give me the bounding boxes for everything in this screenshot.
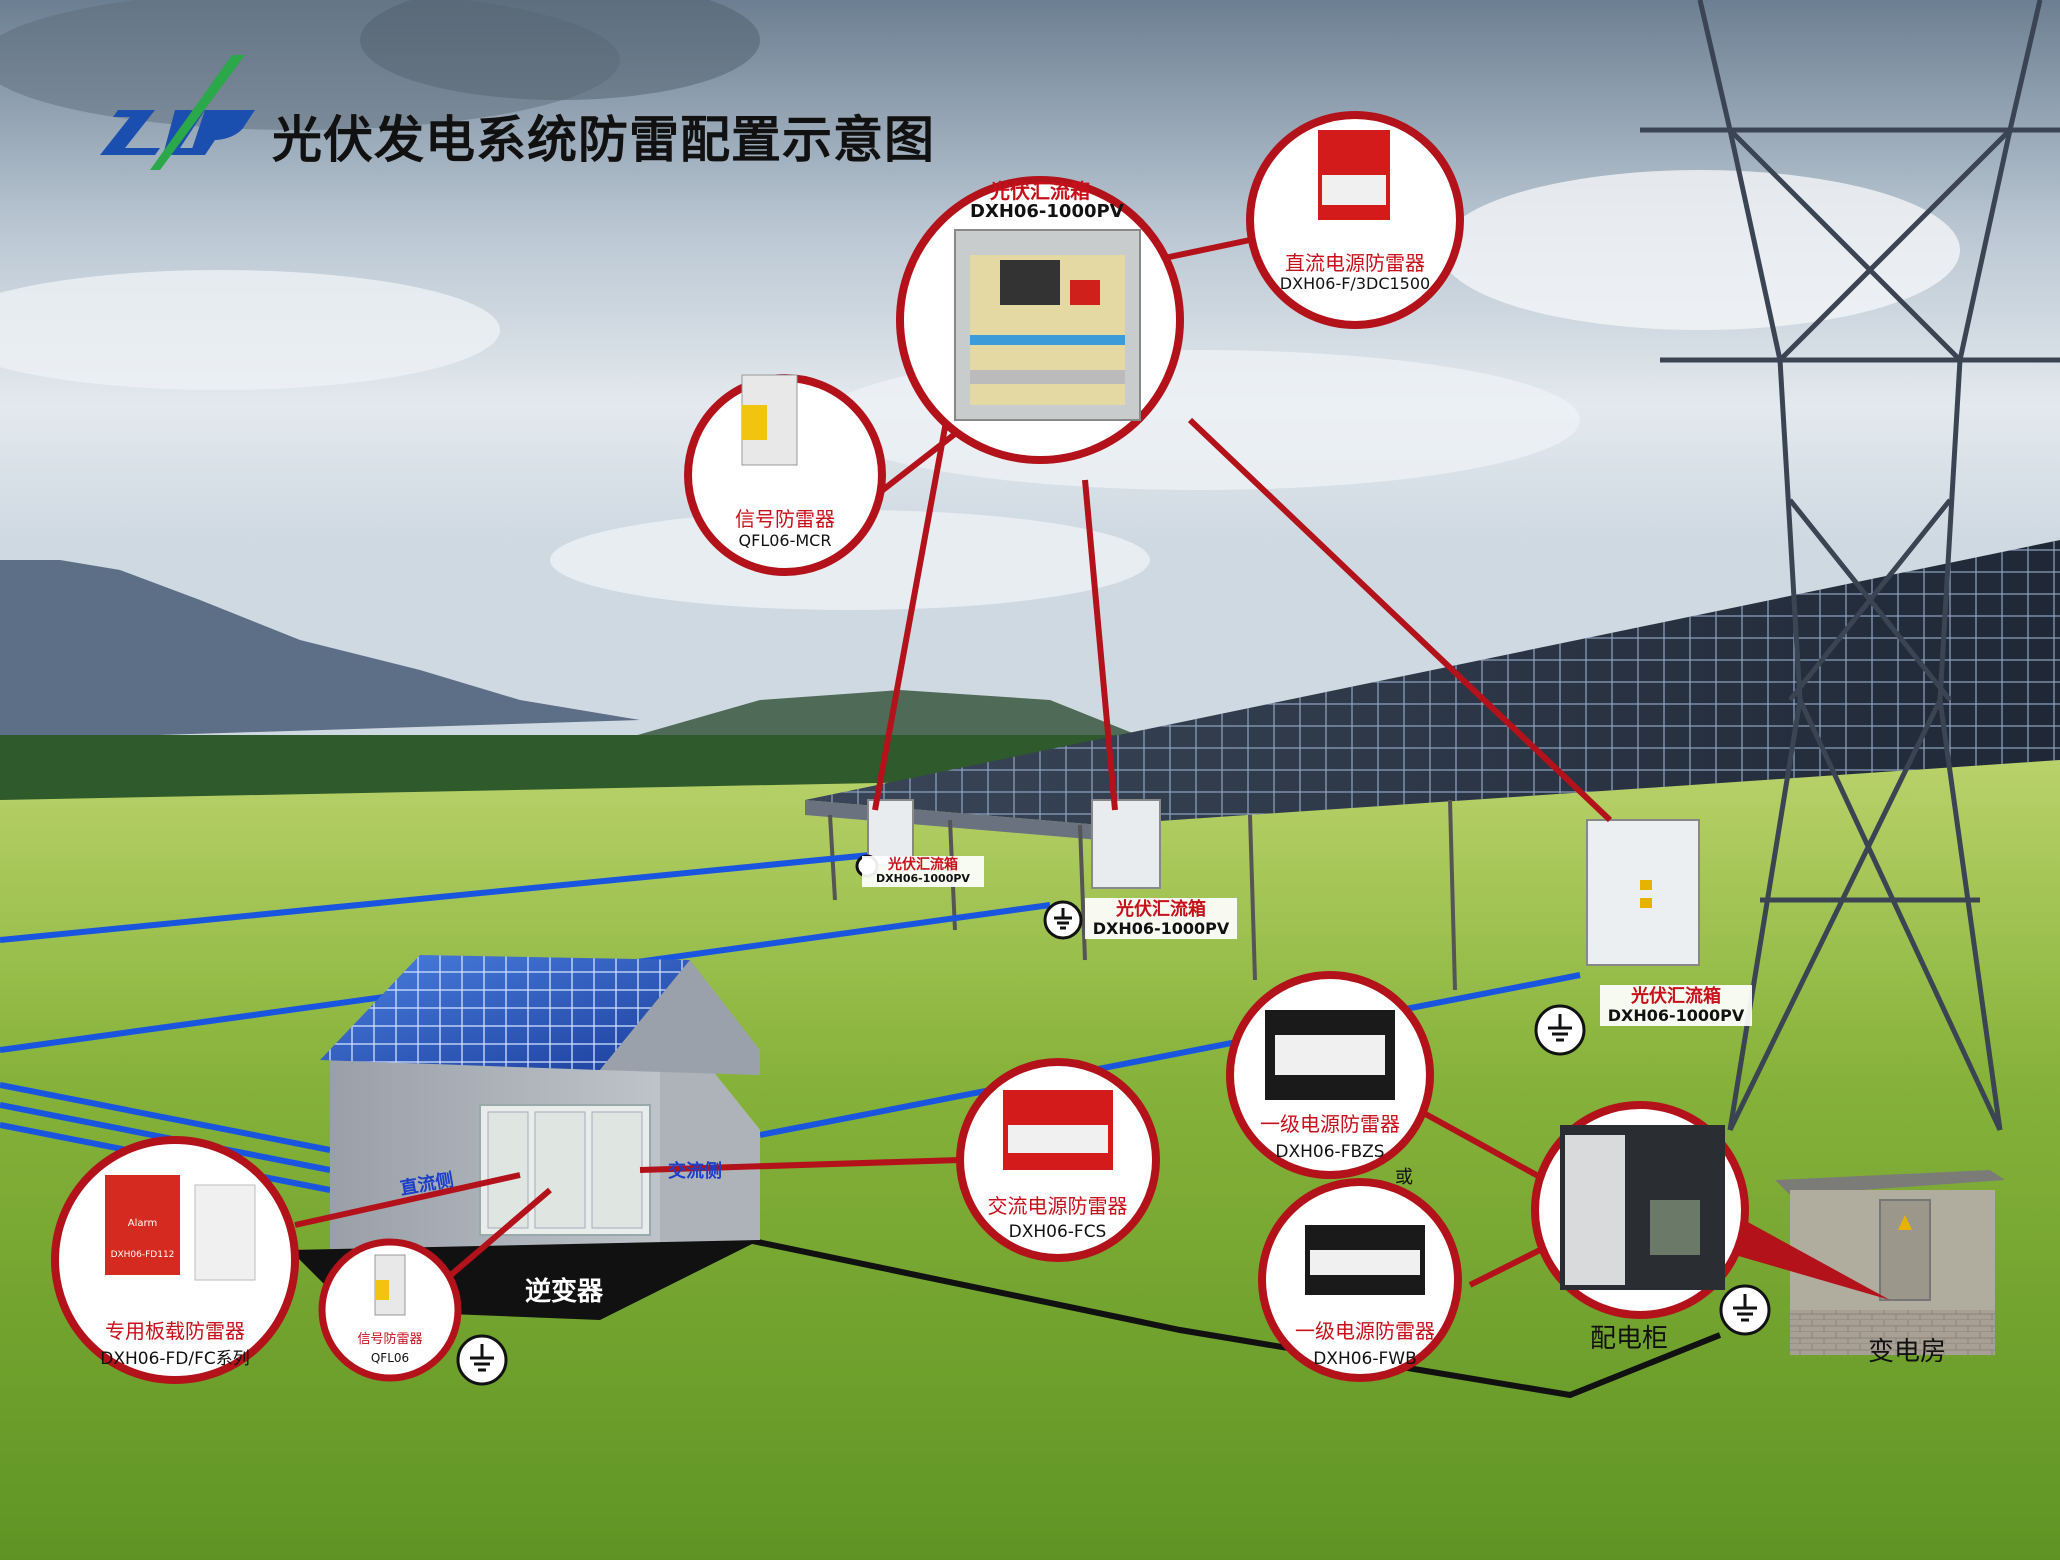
signal-spd-top-model: QFL06-MCR xyxy=(738,531,832,550)
mountains-center xyxy=(620,690,1150,740)
page-title: 光伏发电系统防雷配置示意图 xyxy=(272,111,935,169)
combiner-box-1-name: 光伏汇流箱 xyxy=(888,857,958,873)
ac-spd-name: 交流电源防雷器 xyxy=(987,1194,1128,1218)
distribution-cabinet-label: 配电柜 xyxy=(1590,1324,1669,1354)
combiner-box-2-model: DXH06-1000PV xyxy=(1092,918,1230,938)
company-logo xyxy=(100,55,255,170)
board-spd-device-text-1: Alarm xyxy=(127,1218,158,1229)
ground-symbol-icon xyxy=(456,854,1771,1386)
combiner-box-1 xyxy=(867,799,914,866)
combiner-box-3 xyxy=(1586,819,1700,966)
callout-level1-spd-a xyxy=(1226,971,1434,1179)
level1-spd-b-name: 一级电源防雷器 xyxy=(1295,1319,1435,1343)
substation-building xyxy=(1775,1170,2005,1355)
callout-combiner-main xyxy=(896,176,1184,464)
ac-side-label: 交流侧 xyxy=(668,1161,722,1182)
signal-spd-small-name: 信号防雷器 xyxy=(357,1332,423,1347)
combiner-box-2-tag: 光伏汇流箱 DXH06-1000PV xyxy=(1085,898,1237,940)
combiner-box-1-tag: 光伏汇流箱 DXH06-1000PV xyxy=(862,856,984,888)
level1-spd-b-model: DXH06-FWB xyxy=(1313,1349,1417,1369)
combiner-box-2-name: 光伏汇流箱 xyxy=(1116,899,1206,920)
mountains-left xyxy=(0,560,640,740)
combiner-box-3-tag: 光伏汇流箱 DXH06-1000PV xyxy=(1600,985,1752,1027)
transmission-tower xyxy=(1640,0,2060,1132)
ground-symbol-marks xyxy=(470,908,1757,1372)
callout-dc-spd xyxy=(1246,111,1464,329)
red-connectors xyxy=(294,237,1613,1288)
dc-spd-name: 直流电源防雷器 xyxy=(1285,251,1425,275)
solar-array xyxy=(805,540,2060,991)
combiner-box-2 xyxy=(1091,799,1161,889)
callout-board-spd xyxy=(51,1136,299,1384)
callout-signal-spd-top xyxy=(684,374,886,576)
combiner-main-model: DXH06-1000PV xyxy=(970,201,1124,222)
cabinet-to-substation-wedge xyxy=(1735,1215,1890,1300)
callout-level1-spd-b xyxy=(1258,1178,1462,1382)
ac-spd-model: DXH06-FCS xyxy=(1008,1222,1107,1242)
callout-signal-spd-small xyxy=(318,1238,462,1382)
board-spd-name: 专用板载防雷器 xyxy=(105,1319,245,1343)
combiner-box-3-name: 光伏汇流箱 xyxy=(1631,986,1721,1007)
dc-spd-model: DXH06-F/3DC1500 xyxy=(1279,274,1431,293)
inverter-house xyxy=(290,955,760,1320)
board-spd-device-text-2: DXH06-FD112 xyxy=(110,1250,175,1260)
signal-spd-small-model: QFL06 xyxy=(370,1351,410,1365)
signal-spd-top-name: 信号防雷器 xyxy=(735,507,835,531)
level1-spd-a-model: DXH06-FBZS xyxy=(1275,1142,1385,1162)
callout-ac-spd xyxy=(956,1058,1160,1262)
combiner-box-3-model: DXH06-1000PV xyxy=(1607,1005,1745,1025)
board-spd-model: DXH06-FD/FC系列 xyxy=(100,1349,250,1369)
combiner-main-name: 光伏汇流箱 xyxy=(990,179,1090,203)
callout-distribution-cabinet xyxy=(1531,1101,1749,1319)
inverter-label: 逆变器 xyxy=(525,1277,604,1307)
level1-spd-a-name: 一级电源防雷器 xyxy=(1260,1112,1400,1136)
or-label: 或 xyxy=(1395,1167,1413,1188)
combiner-box-1-model: DXH06-1000PV xyxy=(876,872,970,886)
substation-label: 变电房 xyxy=(1868,1337,1947,1367)
